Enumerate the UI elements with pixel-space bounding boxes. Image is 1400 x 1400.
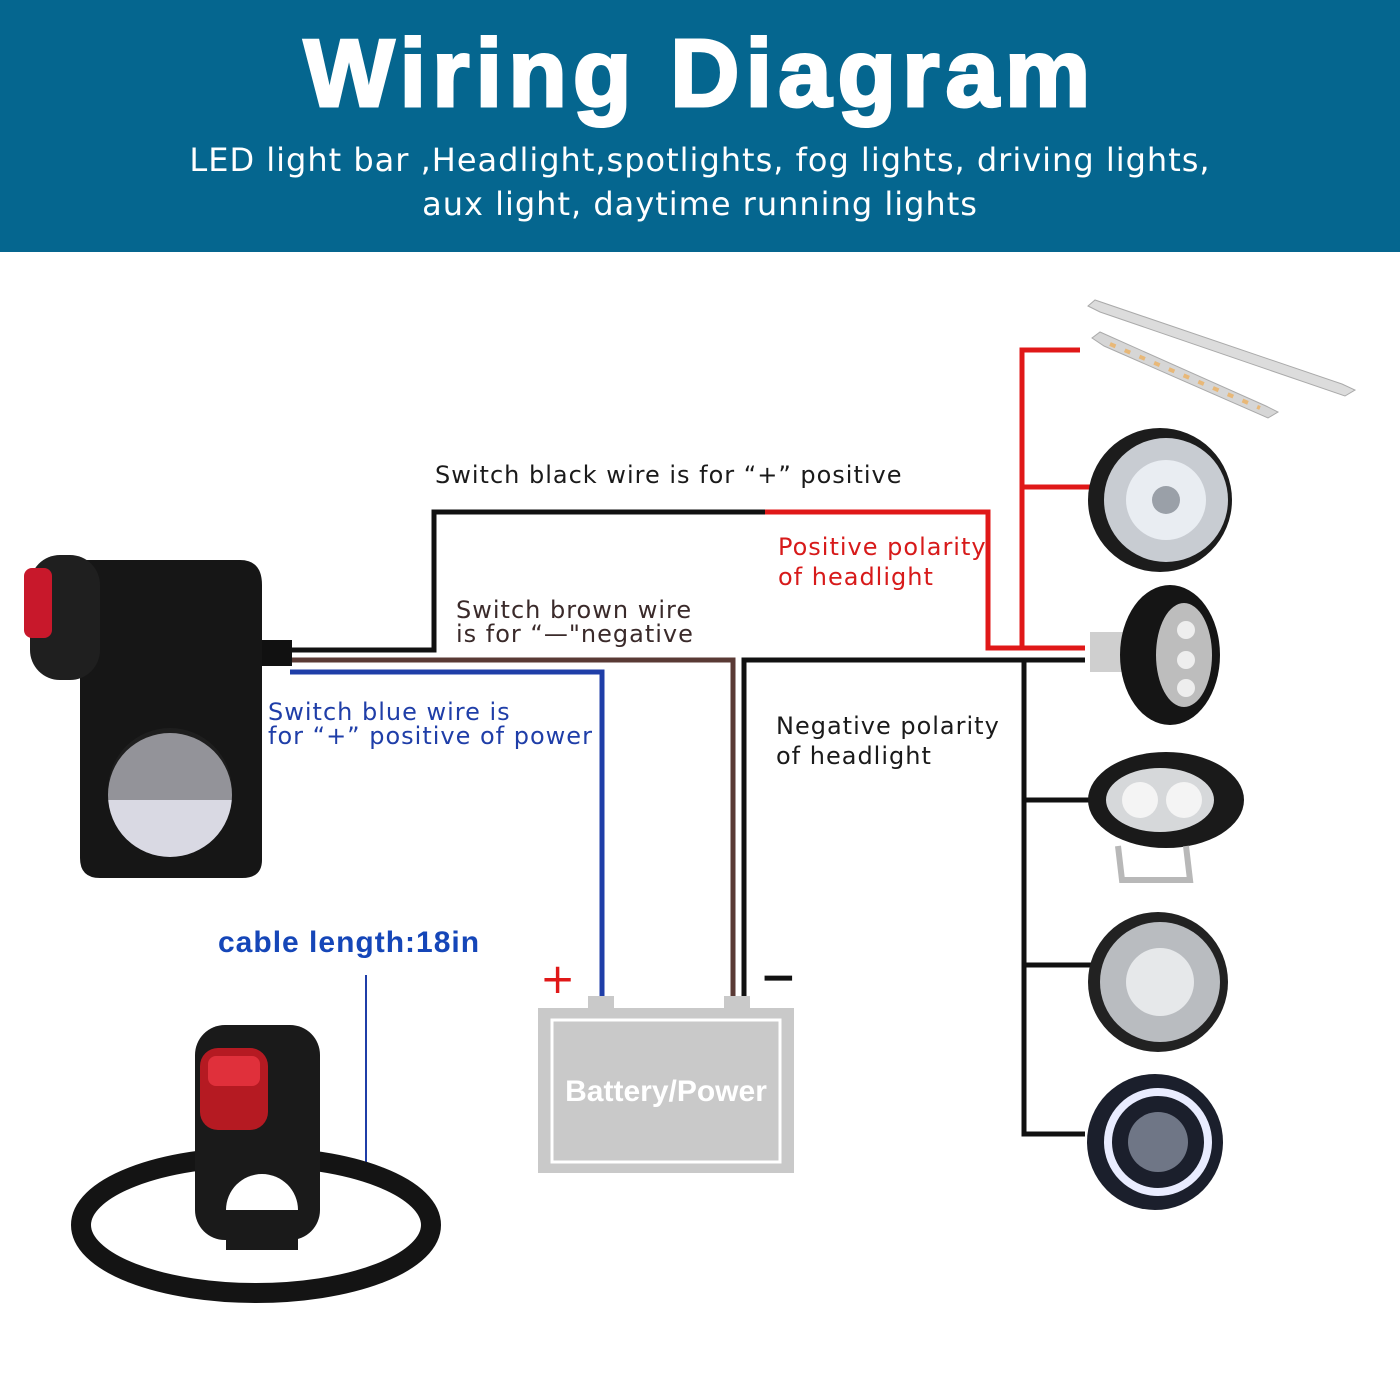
page-subtitle: LED light bar ,Headlight,spotlights, fog… bbox=[0, 138, 1400, 226]
plus-sign: + bbox=[540, 954, 575, 1003]
positive-polarity-line-2: of headlight bbox=[778, 563, 934, 591]
rocker-switch-icon bbox=[24, 555, 292, 878]
round-headlight-icon bbox=[1088, 428, 1232, 572]
brown-wire-label-line-1: Switch brown wire bbox=[456, 596, 693, 624]
header-banner: Wiring Diagram LED light bar ,Headlight,… bbox=[0, 0, 1400, 252]
halo-headlight-icon bbox=[1087, 1074, 1223, 1210]
blue-wire bbox=[290, 669, 605, 1000]
negative-polarity-line-1: Negative polarity bbox=[776, 712, 1000, 740]
page-title: Wiring Diagram bbox=[302, 19, 1097, 129]
small-switch-icon bbox=[71, 1025, 441, 1303]
negative-wire bbox=[741, 657, 1085, 1000]
brown-wire bbox=[285, 657, 736, 1000]
subtitle-line-1: LED light bar ,Headlight,spotlights, fog… bbox=[189, 141, 1211, 179]
spotlight-icon bbox=[1090, 585, 1220, 725]
black-wire bbox=[285, 509, 765, 653]
battery-label: Battery/Power bbox=[565, 1075, 767, 1108]
negative-polarity-line-2: of headlight bbox=[776, 742, 932, 770]
positive-bus bbox=[1019, 347, 1080, 648]
negative-bus bbox=[1021, 660, 1085, 1137]
positive-polarity-line-1: Positive polarity bbox=[778, 533, 987, 561]
brown-wire-label-line-2: is for “—"negative bbox=[456, 620, 694, 648]
positive-wire bbox=[765, 509, 1085, 651]
battery-icon bbox=[538, 996, 794, 1173]
minus-sign: − bbox=[760, 952, 797, 1003]
subtitle-line-2: aux light, daytime running lights bbox=[422, 185, 978, 223]
led-light-bar-icon bbox=[1087, 299, 1357, 419]
black-wire-label: Switch black wire is for “+” positive bbox=[435, 461, 903, 489]
blue-wire-label-line-2: for “+” positive of power bbox=[268, 722, 593, 750]
cable-length-label: cable length:18in bbox=[218, 926, 481, 959]
round-fog-light-icon bbox=[1088, 912, 1228, 1052]
oval-fog-light-icon bbox=[1088, 752, 1244, 883]
blue-wire-label-line-1: Switch blue wire is bbox=[268, 698, 511, 726]
